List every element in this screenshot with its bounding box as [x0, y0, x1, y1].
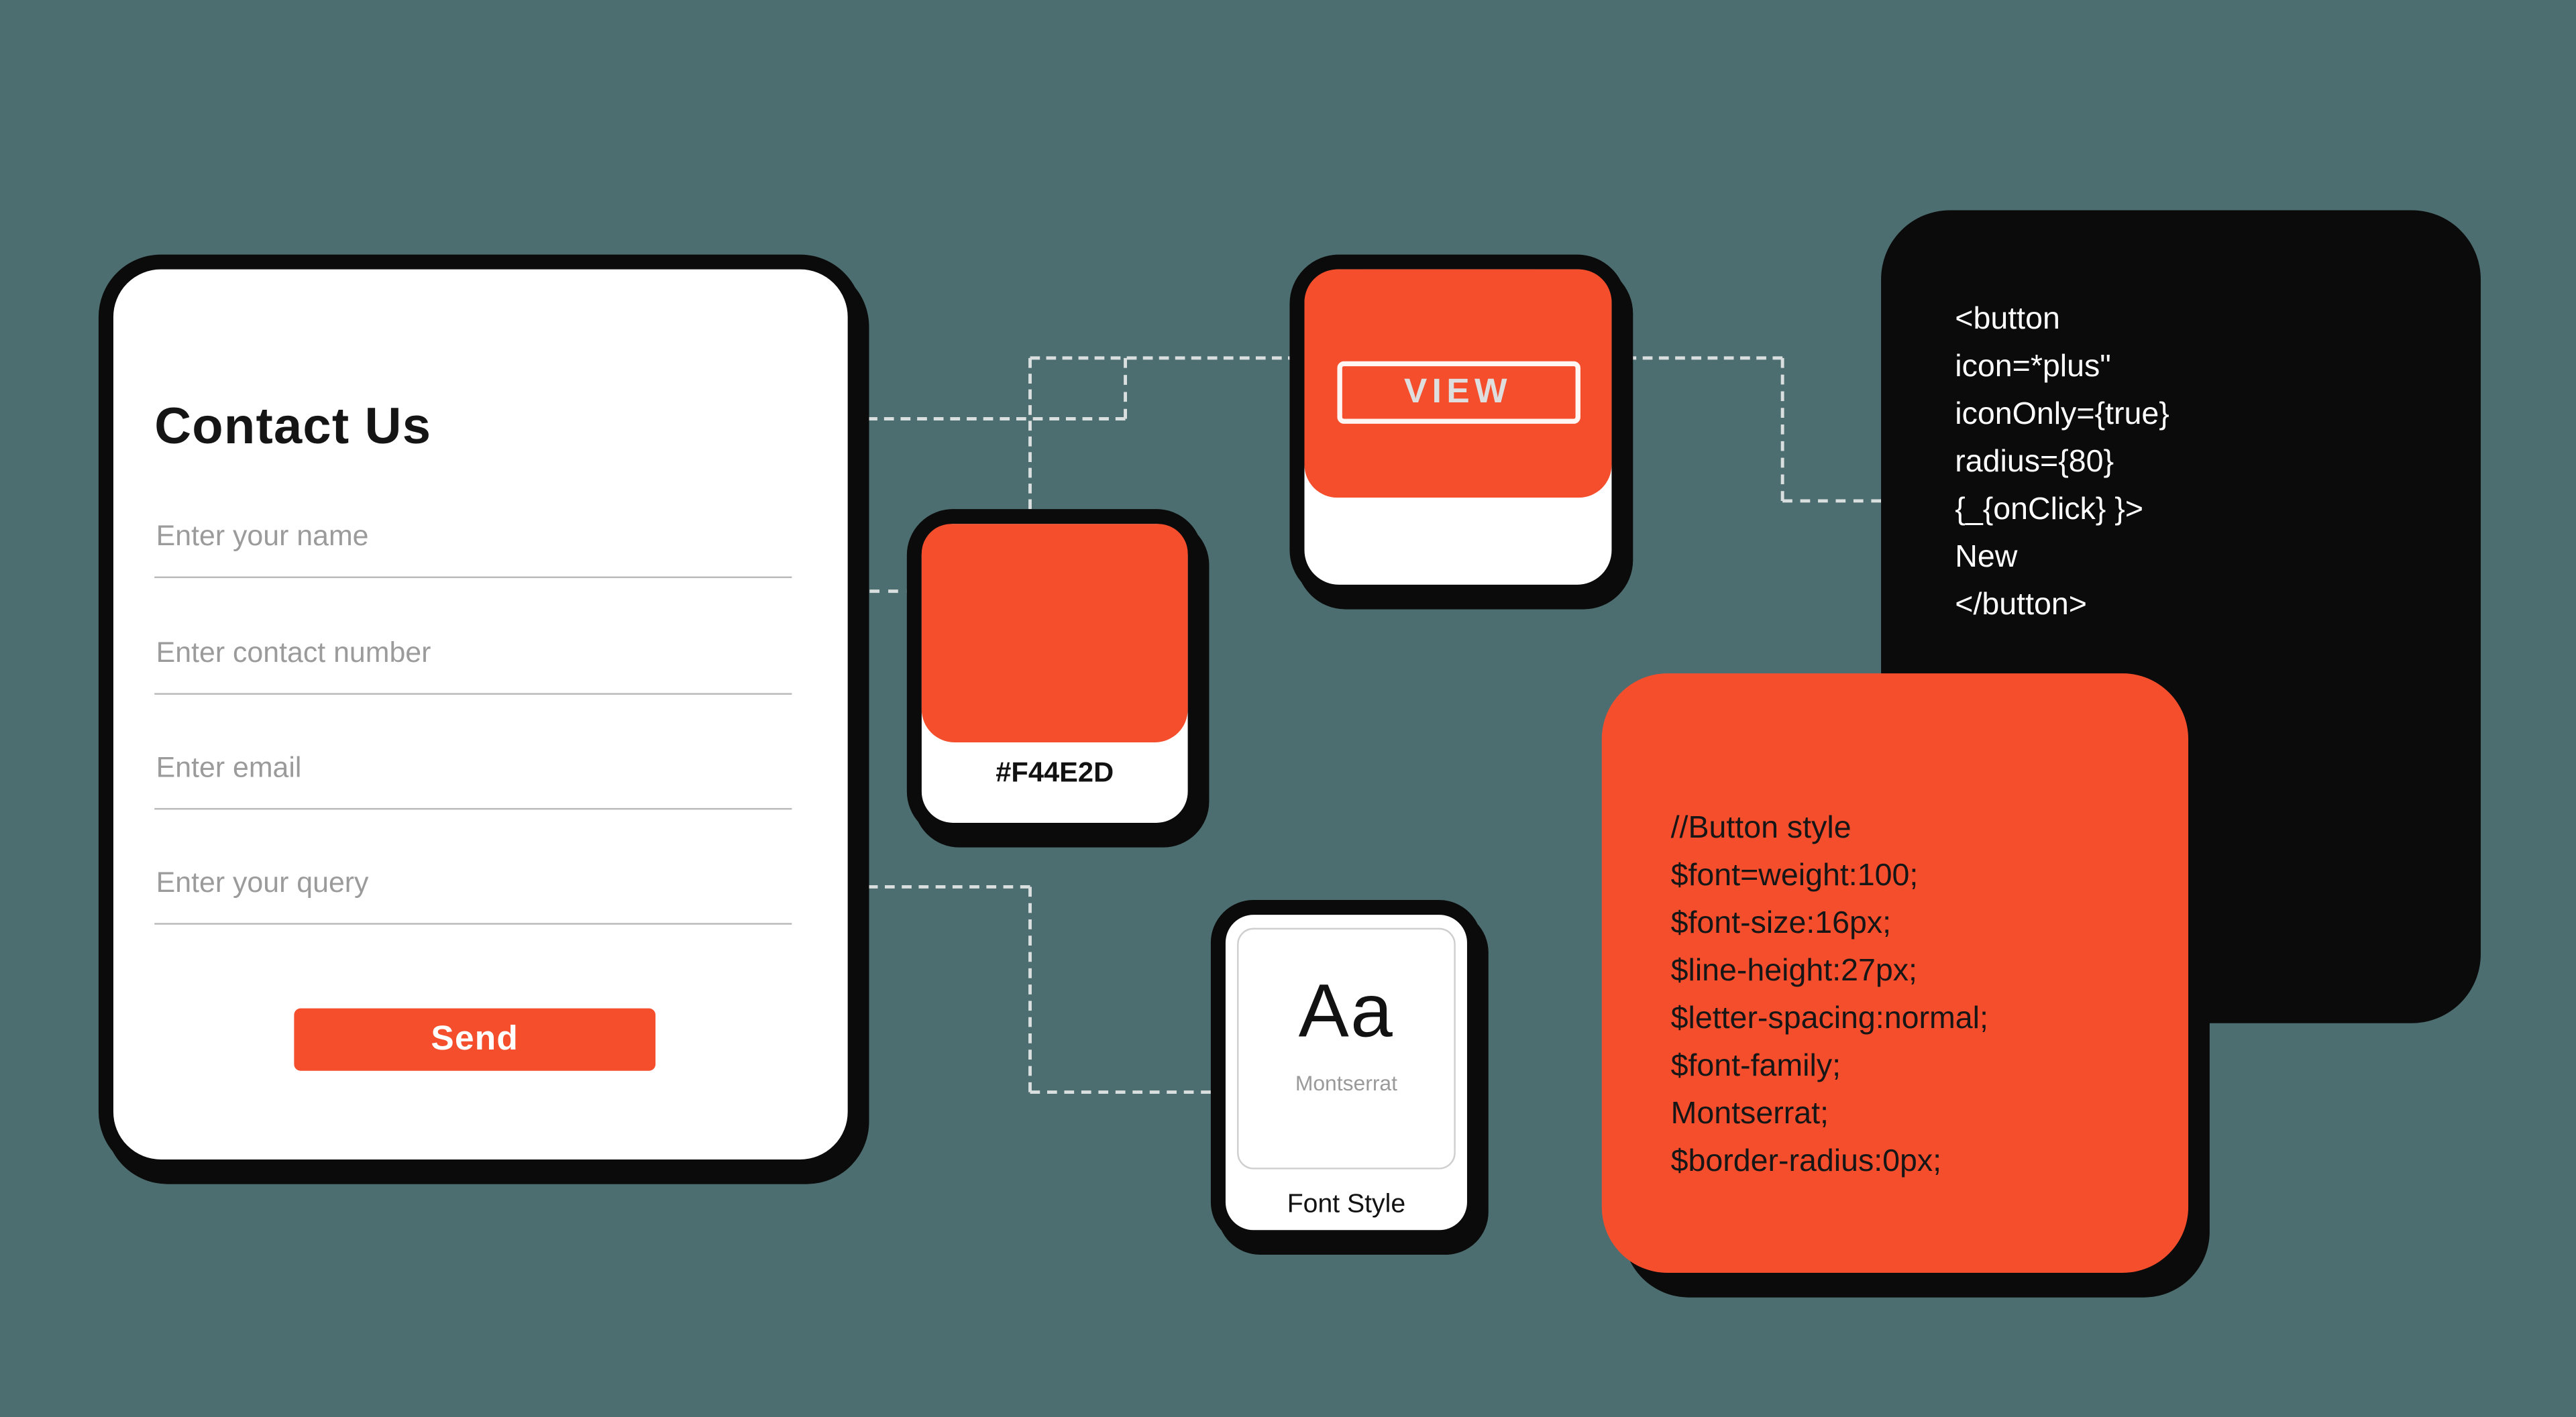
code-line: $border-radius:0px; [1670, 1144, 1942, 1180]
color-hex-label: #F44E2D [996, 756, 1114, 789]
connector-form-to-view-h1 [851, 417, 1126, 420]
font-sample-panel: Aa Montserrat [1237, 927, 1456, 1170]
connector-form-to-font-v [1028, 887, 1032, 1092]
connector-view-to-code-v [1780, 357, 1784, 501]
code-line: $font-family; [1670, 1049, 1841, 1084]
connector-view-to-code-h1 [1626, 356, 1783, 360]
code-line: radius={80} [1955, 445, 2114, 480]
code-line: New [1955, 540, 2018, 575]
view-button-card: VIEW [1289, 254, 1627, 600]
code-line: <button [1955, 302, 2060, 337]
connector-view-to-code-h2 [1782, 499, 1882, 503]
code-line: $line-height:27px; [1670, 954, 1917, 989]
query-input[interactable] [154, 865, 792, 925]
name-field-wrap [154, 518, 792, 579]
view-button[interactable]: VIEW [1336, 361, 1580, 424]
code-line: icon=*plus" [1955, 349, 2111, 385]
code-line: $font=weight:100; [1670, 858, 1919, 894]
email-input[interactable] [154, 750, 792, 810]
email-field-wrap [154, 750, 792, 810]
connector-to-swatch-v [1028, 357, 1032, 510]
code-line: iconOnly={true} [1955, 397, 2169, 433]
connector-form-to-font-h2 [1030, 1090, 1211, 1094]
connector-form-to-font-h1 [851, 885, 1030, 889]
view-card-swatch: VIEW [1304, 269, 1612, 498]
connector-form-to-view-v [1124, 357, 1128, 419]
name-input[interactable] [154, 518, 792, 579]
font-sample: Aa [1298, 967, 1395, 1053]
font-style-card: Aa Montserrat Font Style [1210, 900, 1482, 1245]
code-line: $letter-spacing:normal; [1670, 1001, 1988, 1037]
send-button[interactable]: Send [294, 1008, 656, 1071]
code-line: //Button style [1670, 811, 1851, 846]
connector-form-to-swatch-h [851, 589, 917, 593]
code-line: Montserrat; [1670, 1096, 1829, 1132]
style-snippet-orange-card: //Button style $font=weight:100; $font-s… [1601, 673, 2189, 1273]
font-style-caption: Font Style [1287, 1190, 1406, 1219]
page-title: Contact Us [154, 397, 432, 455]
query-field-wrap [154, 865, 792, 925]
code-line: $font-size:16px; [1670, 906, 1892, 942]
connector-form-to-view-h2 [1030, 356, 1298, 360]
code-line: </button> [1955, 587, 2087, 623]
contact-number-field-wrap [154, 635, 792, 695]
color-swatch [921, 524, 1188, 742]
contact-form-card: Contact Us Send [98, 254, 863, 1175]
code-line: {_{onClick} }> [1955, 492, 2144, 528]
color-swatch-card: #F44E2D [906, 509, 1203, 838]
font-name-label: Montserrat [1295, 1070, 1398, 1096]
contact-number-input[interactable] [154, 635, 792, 695]
